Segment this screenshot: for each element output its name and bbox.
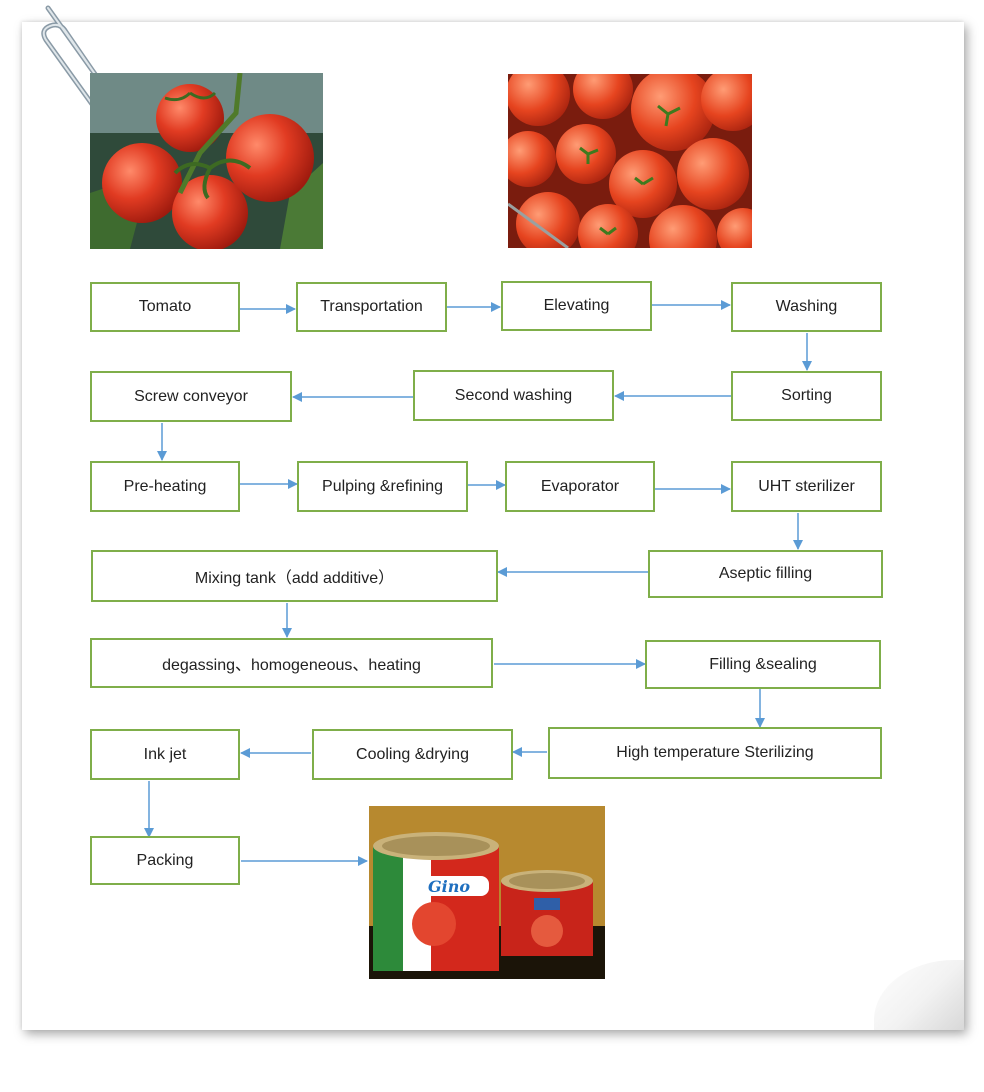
step-uht-sterilizer: UHT sterilizer (731, 461, 882, 512)
step-pre-heating: Pre-heating (90, 461, 240, 512)
step-filling-sealing: Filling &sealing (645, 640, 881, 689)
step-packing: Packing (90, 836, 240, 885)
flow-arrows (144, 300, 812, 866)
step-second-washing: Second washing (413, 370, 614, 421)
step-washing: Washing (731, 282, 882, 332)
step-ink-jet: Ink jet (90, 729, 240, 780)
tomato-paste-cans-photo: Gino (369, 806, 605, 979)
step-elevating: Elevating (501, 281, 652, 331)
tomato-pile-photo (508, 74, 752, 248)
step-tomato: Tomato (90, 282, 240, 332)
tomato-vine-photo (90, 73, 323, 249)
step-evaporator: Evaporator (505, 461, 655, 512)
step-pulping-refining: Pulping &refining (297, 461, 468, 512)
step-sorting: Sorting (731, 371, 882, 421)
step-aseptic-filling: Aseptic filling (648, 550, 883, 598)
step-transportation: Transportation (296, 282, 447, 332)
step-screw-conveyor: Screw conveyor (90, 371, 292, 422)
can-brand-label: Gino (428, 877, 470, 896)
step-high-temperature-sterilizing: High temperature Sterilizing (548, 727, 882, 779)
step-cooling-drying: Cooling &drying (312, 729, 513, 780)
step-degassing-homogeneous-heating: degassing、homogeneous、heating (90, 638, 493, 688)
step-mixing-tank: Mixing tank（add additive） (91, 550, 498, 602)
